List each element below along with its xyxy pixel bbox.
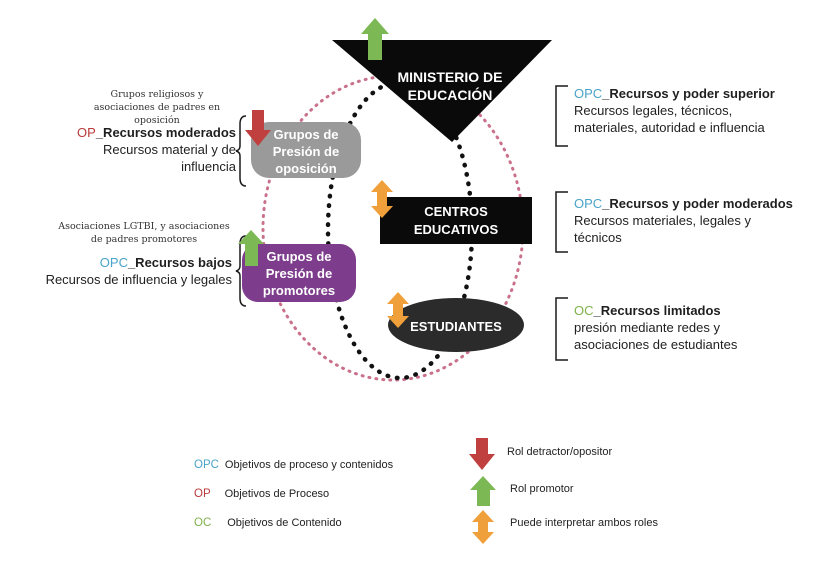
title-estudiantes: _Recursos limitados — [593, 303, 721, 318]
arrow-updown-icon — [472, 510, 494, 544]
caption-oposicion: Grupos religiosos y asociaciones de padr… — [93, 89, 221, 126]
title-promotores: _Recursos bajos — [127, 255, 232, 270]
legend-arrow-updown-label: Puede interpretar ambos roles — [510, 517, 658, 529]
desc-estudiantes: presión mediante redes y asociaciones de… — [574, 320, 738, 352]
code-opc: OPC — [574, 196, 603, 211]
desc-promotores: Recursos de influencia y legales — [45, 272, 232, 287]
code-opc: OPC — [574, 86, 603, 101]
bracket-estudiantes — [555, 297, 568, 361]
bracket-centros — [555, 191, 568, 253]
oposicion-pill — [251, 122, 361, 178]
title-oposicion: _Recursos moderados — [95, 125, 236, 140]
title-centros: _Recursos y poder moderados — [602, 196, 793, 211]
legend-op: OP Objetivos de Proceso — [194, 488, 329, 500]
node-oposicion: Grupos de Presión de oposición — [272, 126, 340, 176]
desc-centros: Recursos materiales, legales y técnicos — [574, 213, 752, 245]
arrow-up-icon — [238, 230, 264, 266]
code-oc: OC — [574, 303, 594, 318]
desc-ministerio: Recursos legales, técnicos, materiales, … — [574, 103, 765, 135]
desc-oposicion: Recursos material y de influencia — [103, 142, 236, 174]
node-centros: CENTROS EDUCATIVOS — [413, 204, 499, 237]
label-promotores: OPC_Recursos bajos Recursos de influenci… — [20, 254, 232, 288]
node-ministerio: MINISTERIO DE EDUCACIÓN — [397, 69, 503, 103]
arrow-updown-icon — [371, 180, 393, 218]
arrow-down-icon — [469, 438, 495, 470]
legend-text-oc: Objetivos de Contenido — [227, 517, 342, 529]
legend-text-opc: Objetivos de proceso y contenidos — [224, 459, 394, 471]
legend-arrow-up-label: Rol promotor — [510, 483, 574, 495]
arrow-down-icon — [245, 110, 271, 146]
node-estudiantes: ESTUDIANTES — [410, 318, 502, 334]
legend-oc: OC Objetivos de Contenido — [194, 517, 342, 529]
promotores-pill — [242, 244, 356, 302]
node-promotores: Grupos de Presión de promotores — [262, 248, 336, 298]
legend-code-opc: OPC — [194, 459, 219, 471]
arrow-updown-icon — [387, 292, 409, 328]
label-estudiantes: OC_Recursos limitados presión mediante r… — [574, 302, 794, 353]
bracket-promotores — [235, 235, 247, 307]
arrow-up-icon — [470, 476, 496, 506]
label-oposicion: OP_Recursos moderados Recursos material … — [40, 124, 236, 175]
bracket-oposicion — [235, 115, 247, 187]
legend-code-op: OP — [194, 488, 211, 500]
legend-code-oc: OC — [194, 517, 212, 529]
bracket-ministerio — [555, 85, 568, 147]
title-ministerio: _Recursos y poder superior — [602, 86, 775, 101]
legend-arrow-down-label: Rol detractor/opositor — [507, 446, 613, 458]
legend-opc: OPC Objetivos de proceso y contenidos — [194, 459, 393, 471]
legend-text-op: Objetivos de Proceso — [224, 488, 330, 500]
ministerio-triangle — [332, 40, 552, 142]
code-opc: OPC — [99, 255, 128, 270]
code-op: OP — [77, 125, 96, 140]
caption-promotores: Asociaciones LGTBI, y asociaciones de pa… — [58, 221, 230, 245]
centros-rect — [380, 197, 532, 244]
label-centros: OPC_Recursos y poder moderados Recursos … — [574, 195, 814, 246]
estudiantes-ellipse — [388, 298, 524, 352]
label-ministerio: OPC_Recursos y poder superior Recursos l… — [574, 85, 806, 136]
arrow-up-icon — [361, 18, 389, 60]
